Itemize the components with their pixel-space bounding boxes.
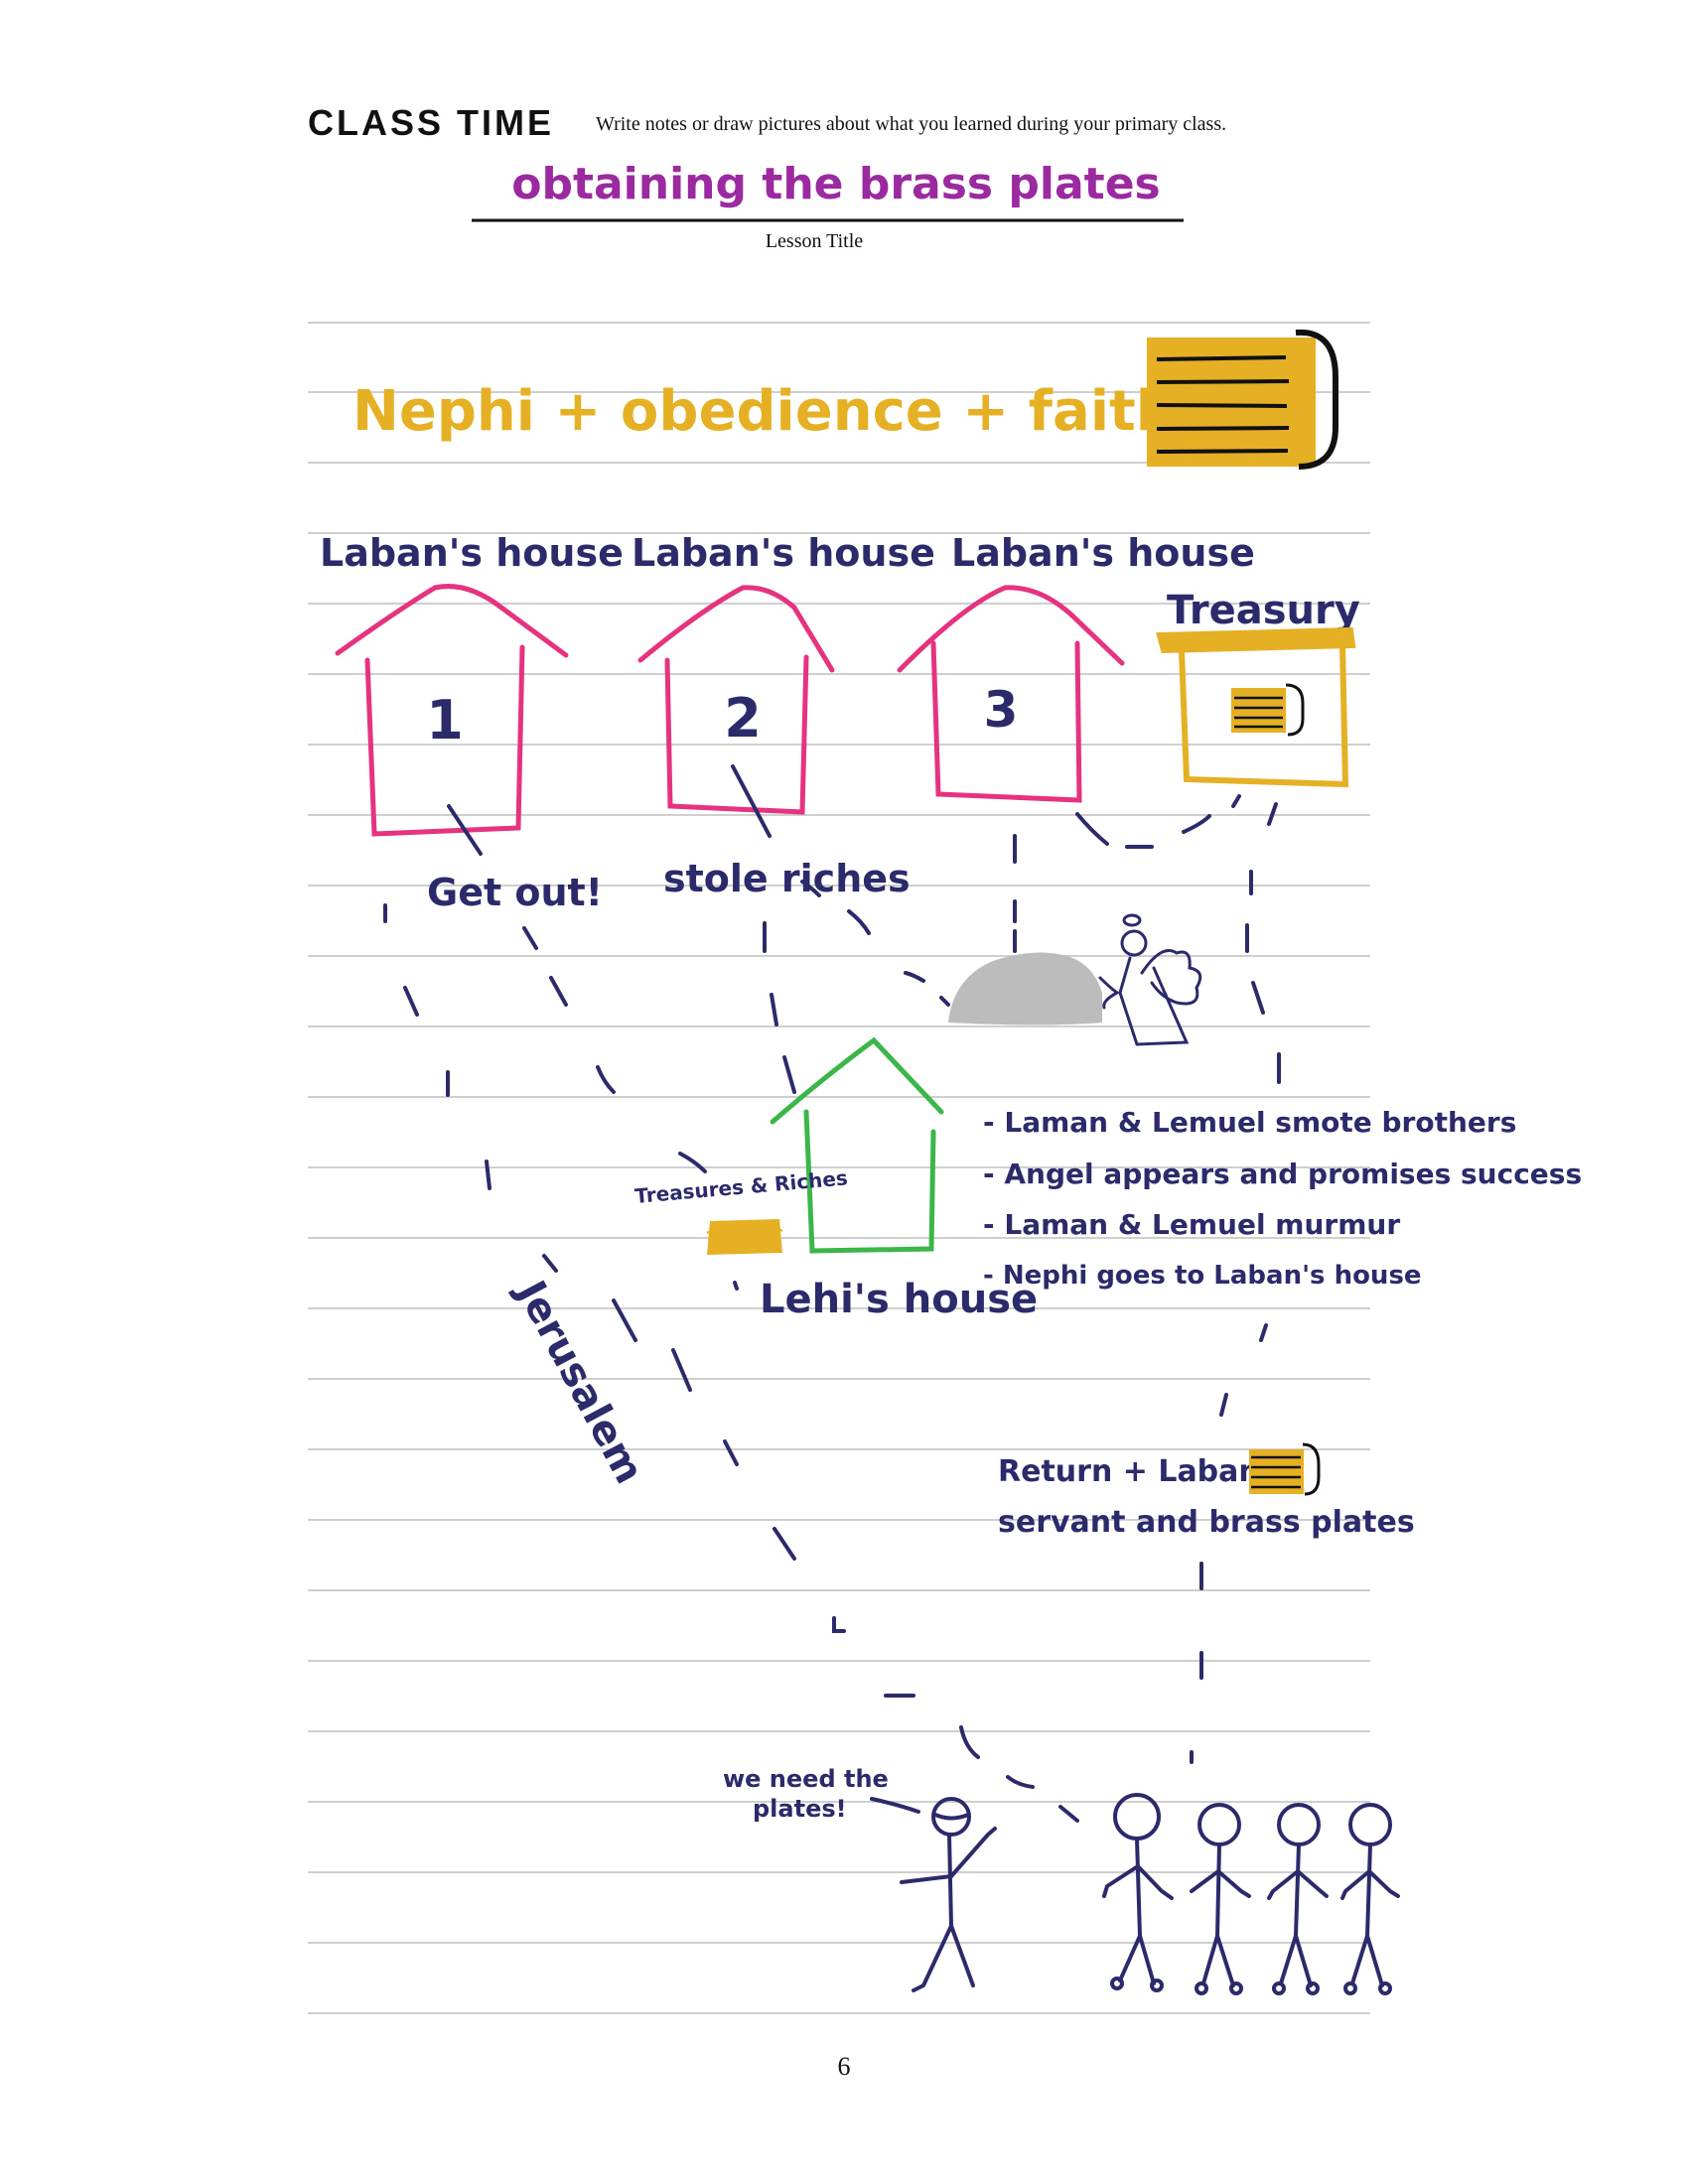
journey-paths [383, 764, 1281, 1823]
return-note-line1: Return + Laban's [998, 1454, 1287, 1489]
event-note-4: - Nephi goes to Laban's house [983, 1261, 1422, 1291]
event-note-3: - Laman & Lemuel murmur [983, 1208, 1400, 1241]
rock [948, 952, 1102, 1025]
lehi-house-label: Lehi's house [760, 1277, 1038, 1322]
house-3-number: 3 [984, 681, 1019, 739]
event-note-1: - Laman & Lemuel smote brothers [983, 1106, 1516, 1139]
laban-house-2 [637, 585, 835, 815]
lesson-title-caption: Lesson Title [766, 230, 863, 252]
brass-plates-icon-treasury [1231, 683, 1305, 737]
laban-house-1-label: Laban's house [320, 531, 624, 575]
laban-house-1 [335, 584, 569, 837]
jerusalem-label: Jerusalem [506, 1271, 652, 1491]
brass-plates-icon-large [1147, 329, 1338, 470]
house-1-number: 1 [426, 689, 464, 751]
lesson-title: obtaining the brass plates [511, 159, 1161, 209]
treasury-label: Treasury [1167, 588, 1360, 633]
nephi-figure [900, 1797, 997, 1992]
event-note-2: - Angel appears and promises success [983, 1158, 1582, 1190]
page-number: 6 [838, 2052, 851, 2081]
treasures-label: Treasures & Riches [633, 1165, 848, 1208]
speech-line [870, 1797, 920, 1814]
instructions-text: Write notes or draw pictures about what … [596, 113, 1226, 135]
return-note-line2: servant and brass plates [998, 1505, 1415, 1540]
speech-line2: plates! [753, 1795, 847, 1823]
treasure-chest-icon [706, 1219, 783, 1255]
lehi-house [770, 1036, 944, 1254]
stole-riches-label: stole riches [663, 857, 911, 900]
class-time-heading: CLASS TIME [308, 102, 554, 143]
get-out-label: Get out! [427, 871, 603, 914]
equation-text: Nephi + obedience + faith = [352, 379, 1241, 444]
brass-plates-icon-small [1249, 1442, 1321, 1496]
angel-icon [1098, 913, 1202, 1046]
house-2-number: 2 [724, 687, 762, 750]
treasury-building [1156, 626, 1356, 788]
ruled-lines [308, 322, 1370, 2014]
laban-house-3 [897, 585, 1125, 803]
brothers-figures [1102, 1793, 1400, 1995]
laban-house-3-label: Laban's house [951, 531, 1255, 575]
laban-house-2-label: Laban's house [632, 531, 935, 575]
speech-line1: we need the [723, 1765, 889, 1793]
